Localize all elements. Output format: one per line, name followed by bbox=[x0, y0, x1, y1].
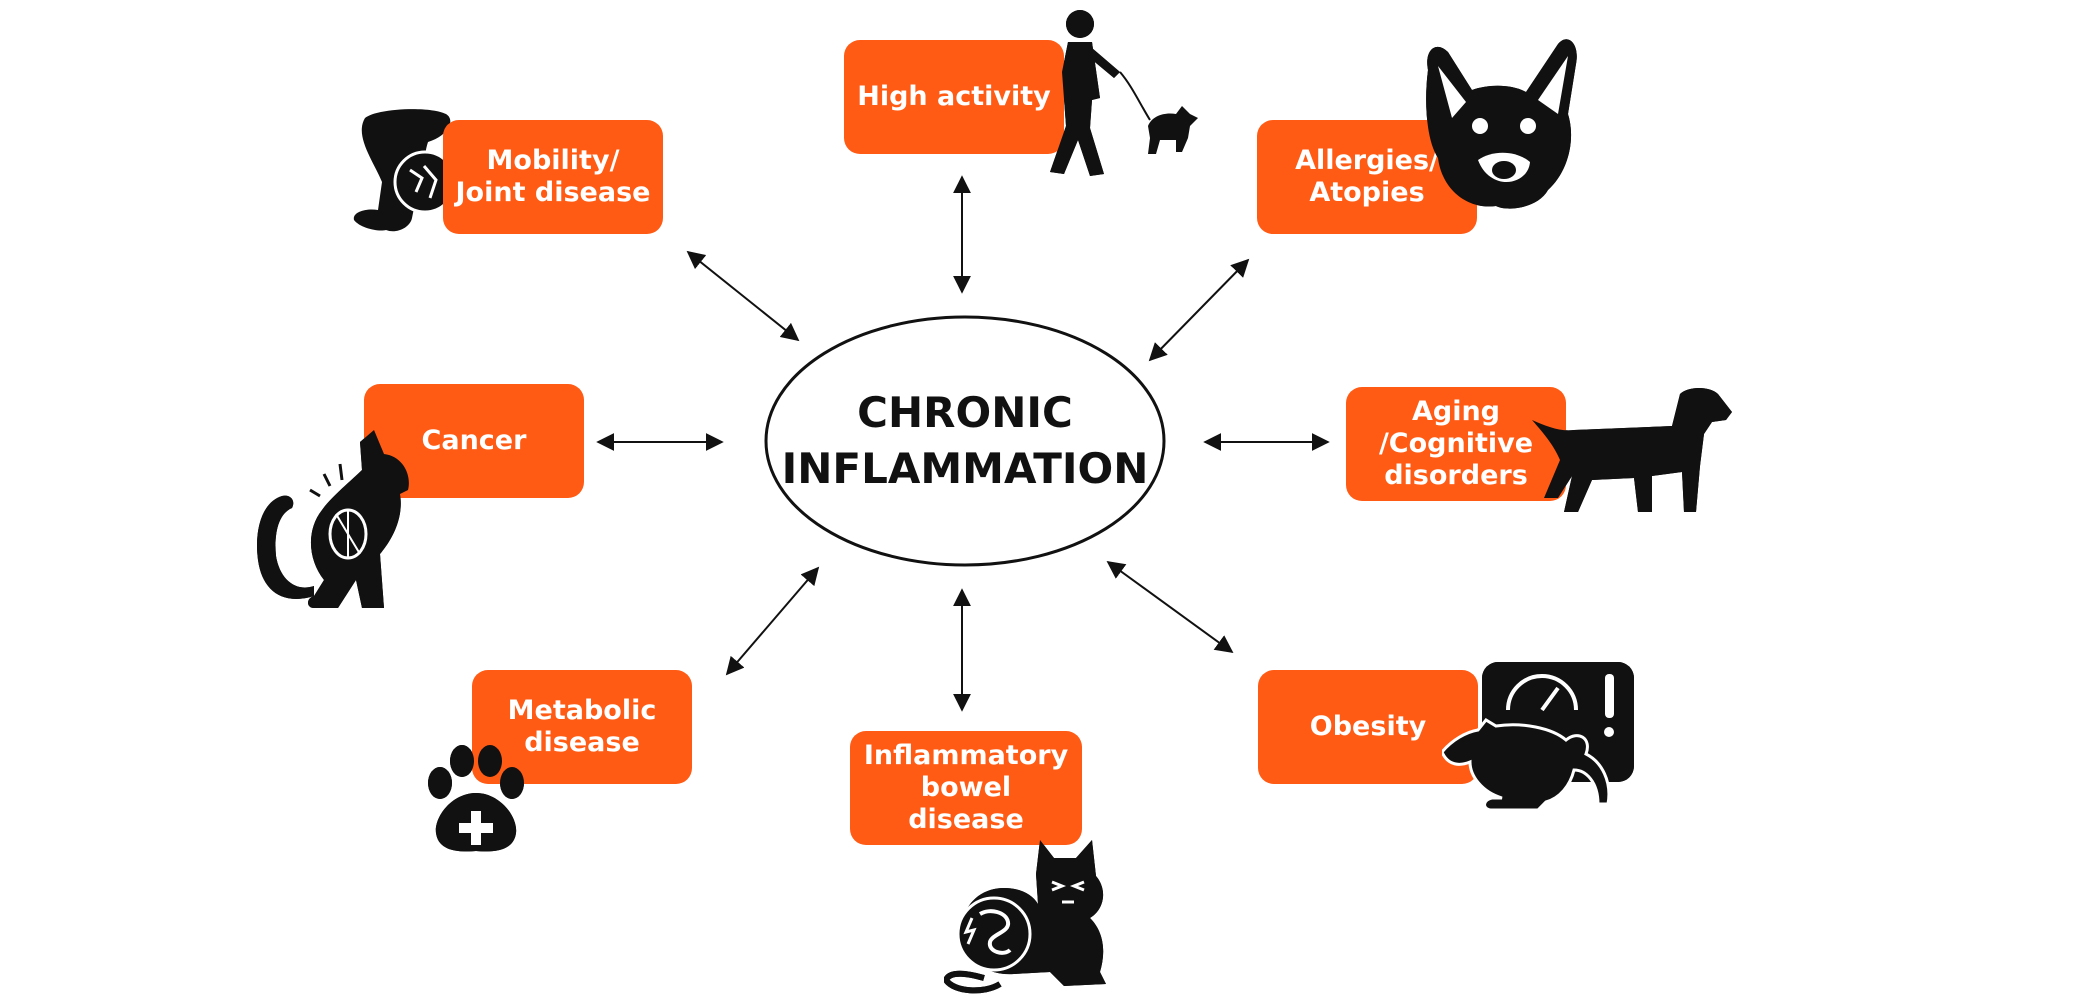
arrow-metabolic bbox=[725, 566, 820, 676]
arrow-obesity bbox=[1106, 560, 1234, 654]
node-metabolic: Metabolic disease bbox=[472, 670, 692, 784]
arrow-mobility bbox=[686, 250, 800, 342]
node-high-activity: High activity bbox=[844, 40, 1064, 154]
center-label: CHRONIC INFLAMMATION bbox=[781, 388, 1149, 493]
chihuahua-head-icon-front bbox=[1426, 39, 1577, 209]
person-walking-dog-icon-front bbox=[1050, 10, 1120, 176]
paw-plus-icon-front bbox=[428, 745, 524, 852]
sick-cat-bowel-icon-front bbox=[944, 840, 1106, 994]
node-obesity: Obesity bbox=[1258, 670, 1478, 784]
arrow-allergies bbox=[1148, 258, 1250, 362]
node-ibd: Inflammatory bowel disease bbox=[850, 731, 1082, 845]
old-dog-icon-front bbox=[1532, 388, 1732, 512]
dog-on-scale-icon-front bbox=[1442, 662, 1634, 812]
dog-leg-joint-icon bbox=[353, 109, 465, 232]
center-ellipse bbox=[764, 315, 1166, 567]
node-aging: Aging /Cognitive disorders bbox=[1346, 387, 1566, 501]
node-mobility: Mobility/ Joint disease bbox=[443, 120, 663, 234]
cat-with-tumor-icon-front bbox=[257, 430, 409, 608]
